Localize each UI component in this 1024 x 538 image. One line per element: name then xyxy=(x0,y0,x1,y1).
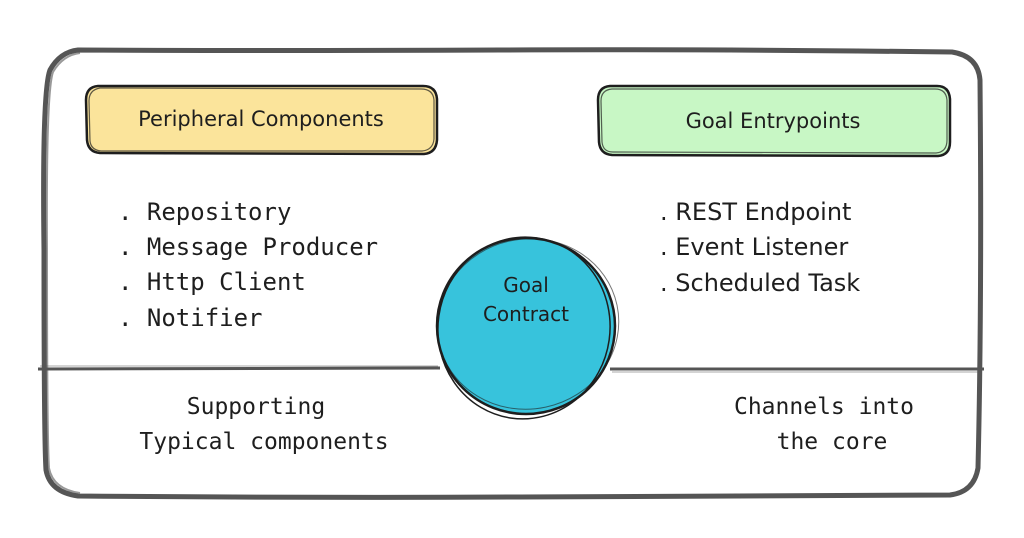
goal-contract-label-line1: Goal xyxy=(503,273,549,297)
goal-contract-label-line2: Contract xyxy=(483,302,569,326)
peripheral-caption: Supporting Typical components xyxy=(139,394,388,455)
divider-line xyxy=(37,365,984,373)
goal-contract-circle: Goal Contract xyxy=(435,236,620,420)
goal-entrypoints-list: . REST Endpoint . Event Listener . Sched… xyxy=(660,198,860,297)
list-item: . Event Listener xyxy=(660,233,848,261)
outer-frame xyxy=(41,47,984,500)
list-item: . REST Endpoint xyxy=(660,198,851,226)
entrypoints-caption-line1: Channels into xyxy=(734,394,914,420)
peripheral-components-box: Peripheral Components xyxy=(84,84,439,156)
entrypoints-caption: Channels into the core xyxy=(734,394,914,455)
entrypoints-caption-line2: the core xyxy=(777,429,888,455)
list-item: . Repository xyxy=(118,198,291,226)
list-item: . Message Producer xyxy=(118,233,378,261)
list-item: . Scheduled Task xyxy=(660,269,860,297)
goal-entrypoints-box: Goal Entrypoints xyxy=(596,84,952,158)
peripheral-caption-line2: Typical components xyxy=(139,429,388,455)
list-item: . Notifier xyxy=(118,304,263,332)
peripheral-caption-line1: Supporting xyxy=(187,394,325,420)
peripheral-components-title: Peripheral Components xyxy=(138,107,384,131)
goal-entrypoints-title: Goal Entrypoints xyxy=(686,109,861,133)
list-item: . Http Client xyxy=(118,268,306,296)
peripheral-components-list: . Repository . Message Producer . Http C… xyxy=(118,198,378,332)
